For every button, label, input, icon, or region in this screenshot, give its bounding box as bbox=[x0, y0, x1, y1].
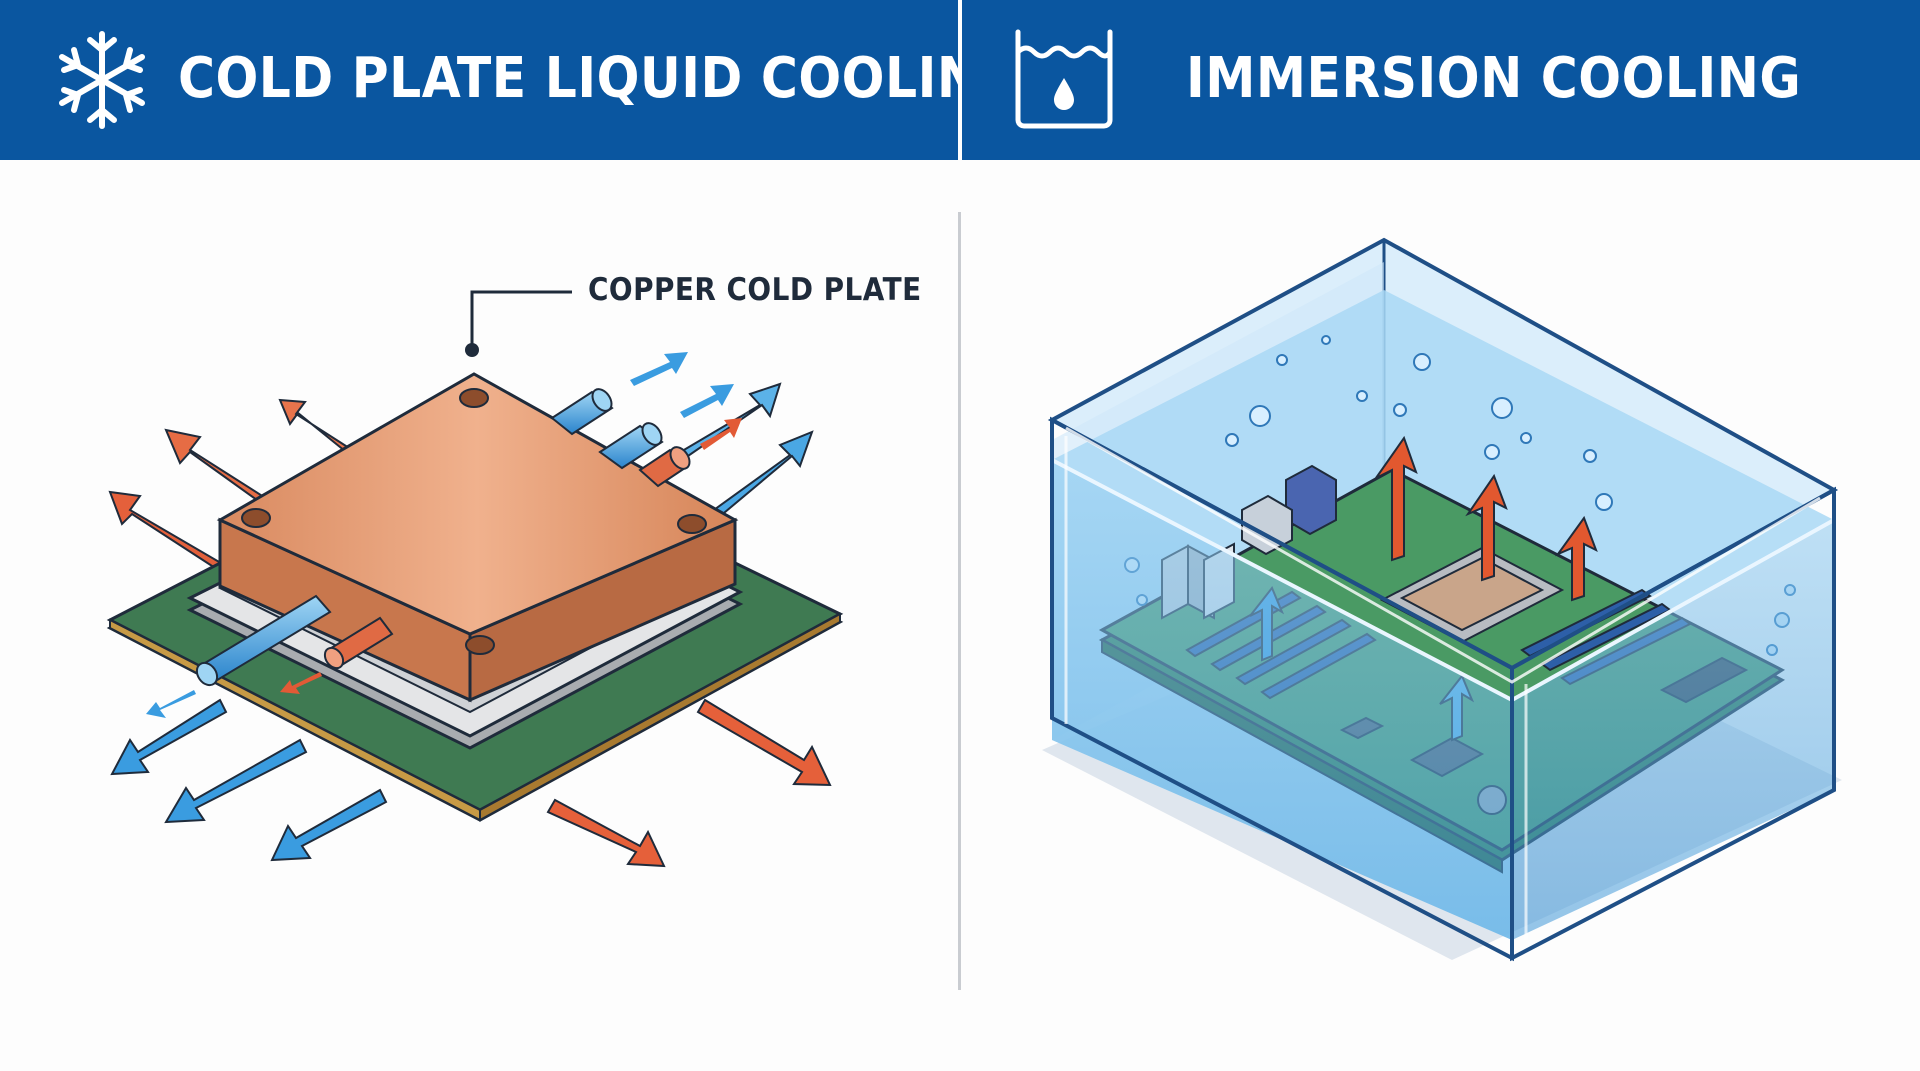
coolant-pipes-front bbox=[146, 594, 394, 718]
callout-copper-cold-plate: COPPER COLD PLATE bbox=[588, 272, 922, 308]
header-divider bbox=[958, 0, 962, 160]
header-cold-plate: COLD PLATE LIQUID COOLING bbox=[0, 0, 1021, 160]
tank-droplet-icon bbox=[1015, 29, 1113, 129]
coolant-pipes-back bbox=[550, 352, 742, 488]
heat-arrows-front bbox=[110, 698, 832, 868]
header-immersion: IMMERSION COOLING bbox=[962, 0, 1920, 160]
copper-cold-plate bbox=[216, 372, 739, 703]
header-title-immersion: IMMERSION COOLING bbox=[1186, 46, 1802, 111]
cold-plate-illustration bbox=[106, 290, 844, 868]
snowflake-icon bbox=[59, 31, 145, 129]
callout-leader bbox=[465, 290, 572, 357]
immersion-tank-illustration bbox=[1042, 237, 1842, 962]
panel-divider bbox=[958, 212, 961, 990]
header-title-cold-plate: COLD PLATE LIQUID COOLING bbox=[178, 46, 1022, 111]
tank-front-glass bbox=[1047, 237, 1839, 962]
